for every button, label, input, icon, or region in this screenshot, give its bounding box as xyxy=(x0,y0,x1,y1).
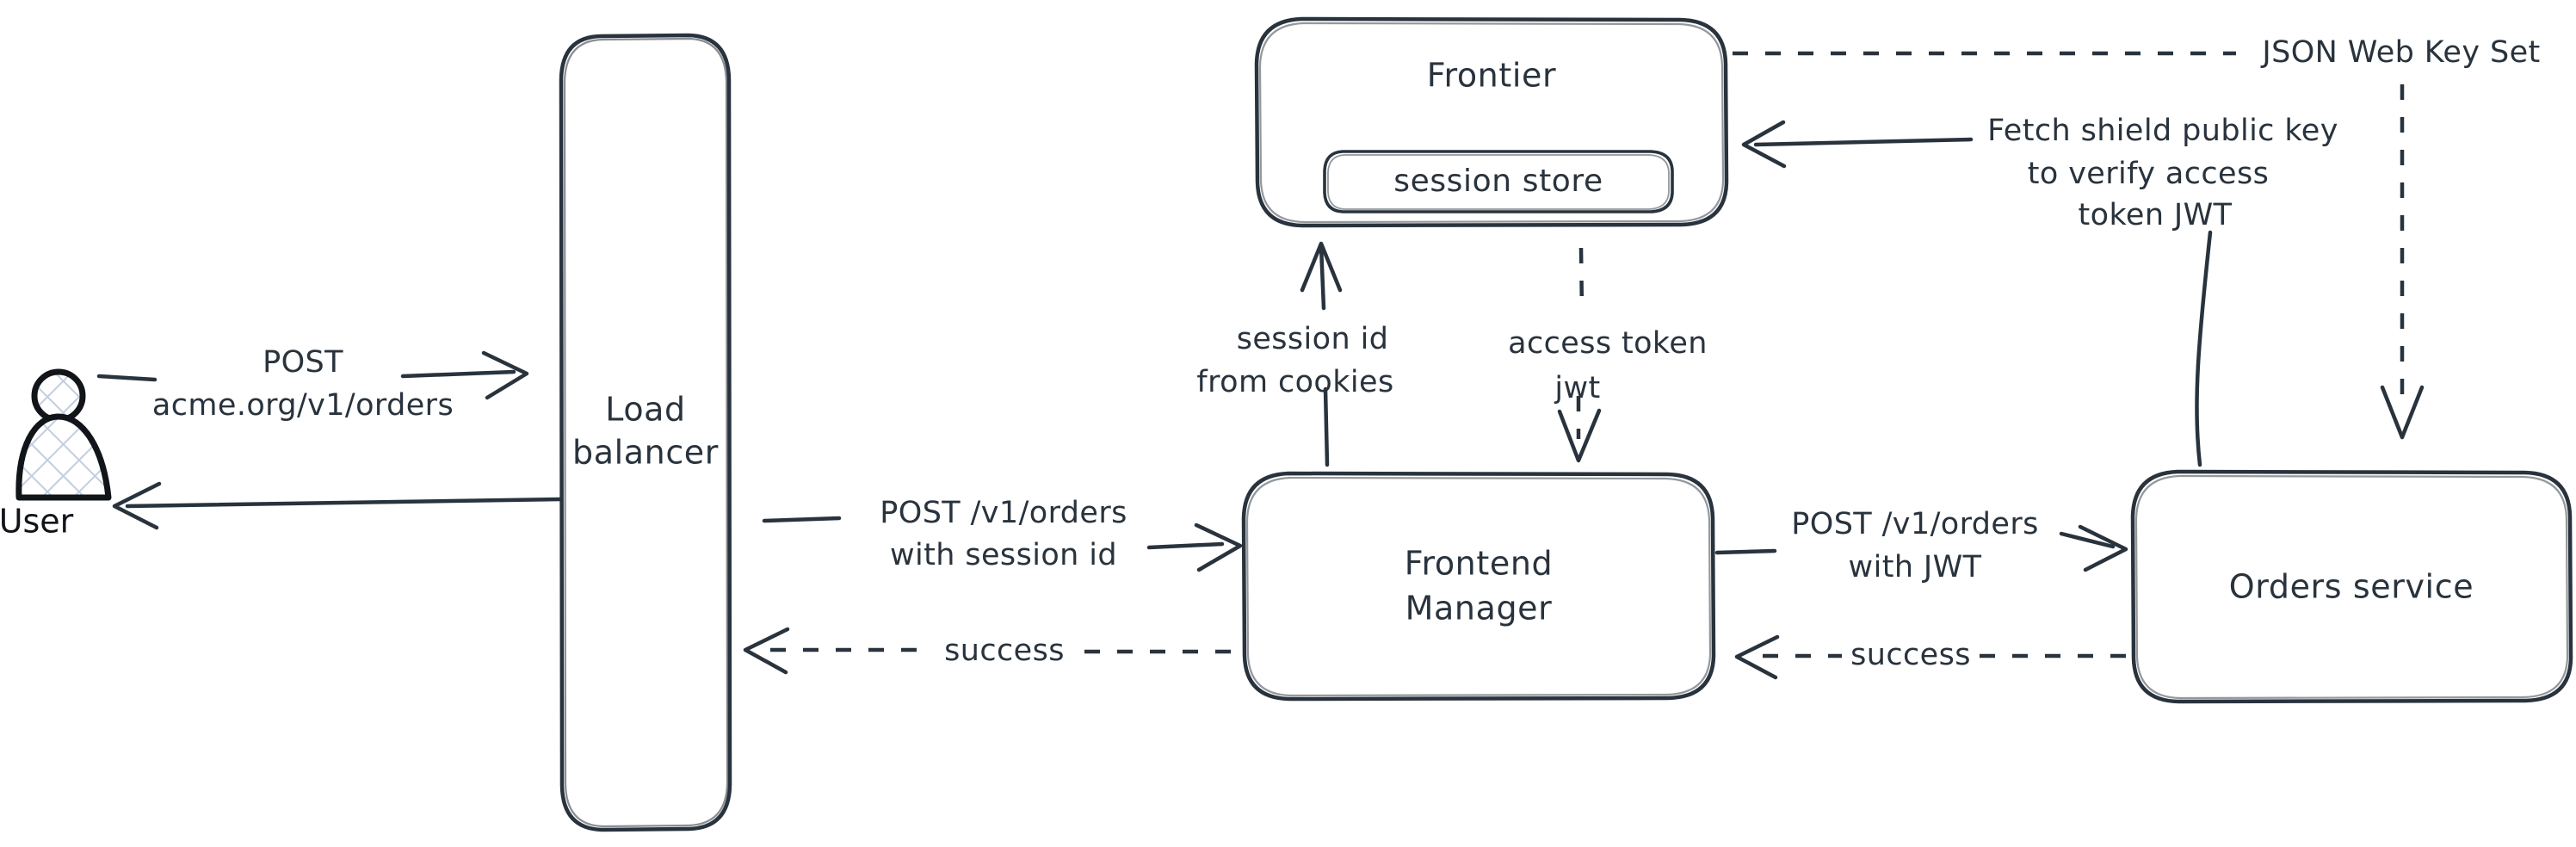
edge-frontend-manager-to-frontier: session id from cookies xyxy=(1196,241,1393,467)
edge-user-to-load-balancer: POST acme.org/v1/orders xyxy=(96,345,529,423)
edge-orders-to-frontier-arrowhead xyxy=(1741,120,1787,169)
edge-lb-to-user-line xyxy=(125,497,562,509)
edge-frontier-to-fm-arrowhead xyxy=(1557,408,1602,463)
edge-fm-to-frontier-lower xyxy=(1323,386,1330,467)
edge-lb-to-fm-stub xyxy=(762,516,842,523)
edge-orders-to-frontier-label-line2: to verify access xyxy=(2028,157,2270,191)
edge-user-to-lb-arrowhead xyxy=(481,350,529,400)
edge-user-to-lb-line xyxy=(400,369,516,379)
edge-orders-service-to-frontier: Fetch shield public key to verify access… xyxy=(1741,114,2338,467)
edge-orders-to-fm-label: success xyxy=(1850,638,1971,672)
load-balancer-shape-sketch xyxy=(563,37,729,828)
edge-lb-to-fm-arrowhead xyxy=(1194,522,1243,572)
edge-fm-to-orders-arrowhead xyxy=(2078,524,2128,572)
edge-frontier-to-fm-label-line1: access token xyxy=(1508,326,1708,361)
node-frontend-manager-label-line2: Manager xyxy=(1405,590,1553,628)
edge-orders-to-frontier-label-line1: Fetch shield public key xyxy=(1987,114,2338,148)
frontend-manager-shape-sketch xyxy=(1245,476,1712,697)
node-session-store-label: session store xyxy=(1393,164,1603,199)
edge-fm-to-orders-label-line1: POST /v1/orders xyxy=(1791,507,2039,541)
node-load-balancer-label-line1: Load xyxy=(605,391,686,429)
edge-user-to-lb-label-line2: acme.org/v1/orders xyxy=(152,388,454,423)
node-frontend-manager[interactable]: Frontend Manager xyxy=(1241,471,1716,702)
edge-fm-to-lb-label: success xyxy=(944,634,1065,668)
edge-orders-to-fm-arrowhead xyxy=(1734,634,1780,680)
node-load-balancer[interactable]: Load balancer xyxy=(559,33,732,832)
edge-frontend-manager-to-orders-service: POST /v1/orders with JWT xyxy=(1714,507,2128,584)
orders-service-shape-sketch xyxy=(2134,474,2569,700)
edge-fm-to-orders-stub xyxy=(1714,548,1777,555)
edge-jwks-arrowhead xyxy=(2380,385,2425,440)
edge-fm-to-frontier-upper xyxy=(1319,244,1326,311)
edge-lb-to-fm-line xyxy=(1146,541,1225,550)
edge-orders-to-frontier-curve xyxy=(2195,230,2213,467)
edge-load-balancer-to-frontend-manager: POST /v1/orders with session id xyxy=(762,496,1243,572)
edge-frontier-to-frontend-manager: access token jwt xyxy=(1508,247,1708,463)
edge-lb-to-fm-label-line2: with session id xyxy=(890,538,1117,572)
edge-fm-to-orders-line xyxy=(2059,531,2116,549)
edge-fm-to-lb-arrowhead xyxy=(743,627,790,675)
edge-fm-to-orders-label-line2: with JWT xyxy=(1849,550,1982,584)
edge-user-to-lb-label-line1: POST xyxy=(263,345,343,380)
edge-jwks-label: JSON Web Key Set xyxy=(2260,35,2540,70)
person-icon-body xyxy=(15,413,112,501)
edge-fm-to-frontier-label-line1: session id xyxy=(1237,322,1389,356)
node-frontend-manager-label-line1: Frontend xyxy=(1405,545,1554,583)
edge-orders-service-to-frontend-manager: success xyxy=(1734,634,2126,680)
edge-frontend-manager-to-load-balancer: success xyxy=(743,627,1242,675)
edge-frontier-to-fm-label-line2: jwt xyxy=(1554,371,1600,405)
edge-frontier-to-orders-service-jwks: JSON Web Key Set xyxy=(1733,35,2540,440)
edge-orders-to-frontier-line xyxy=(1753,137,1974,147)
node-user-label: User xyxy=(0,503,74,541)
edge-orders-to-frontier-label-line3: token JWT xyxy=(2079,198,2233,232)
node-orders-service[interactable]: Orders service xyxy=(2130,469,2573,704)
node-frontier[interactable]: Frontier session store xyxy=(1254,16,1729,228)
node-orders-service-label: Orders service xyxy=(2229,568,2474,606)
edge-fm-to-frontier-arrowhead xyxy=(1300,241,1343,293)
node-load-balancer-label-line2: balancer xyxy=(572,434,719,472)
node-user[interactable]: User xyxy=(0,368,112,541)
person-icon-head xyxy=(31,368,86,424)
session-store-shape-sketch xyxy=(1327,154,1670,210)
edge-fm-to-frontier-label-line2: from cookies xyxy=(1196,365,1393,399)
edge-lb-to-user-arrowhead xyxy=(112,481,162,530)
node-frontier-label: Frontier xyxy=(1427,57,1556,95)
edge-lb-to-fm-label-line1: POST /v1/orders xyxy=(880,496,1127,530)
edge-load-balancer-to-user xyxy=(112,481,562,530)
node-session-store[interactable]: session store xyxy=(1323,150,1674,213)
edge-user-to-lb-stub xyxy=(96,374,158,382)
edge-frontier-to-fm-line-upper xyxy=(1578,247,1585,311)
